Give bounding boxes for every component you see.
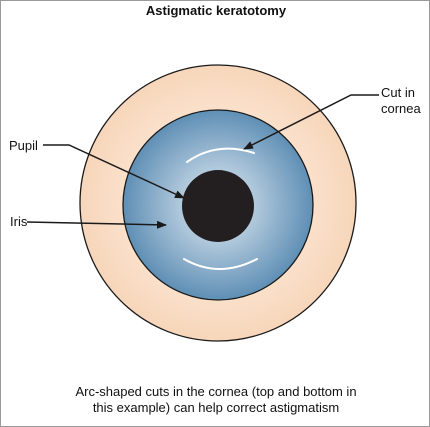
iris-label: Iris <box>10 214 28 229</box>
cornea-cut-top <box>186 147 255 163</box>
pupil-leader-line <box>43 144 185 199</box>
caption: Arc-shaped cuts in the cornea (top and b… <box>1 384 429 416</box>
iris-leader-line <box>26 220 167 229</box>
caption-line-2: this example) can help correct astigmati… <box>92 400 340 415</box>
cut-in-cornea-label: Cut in cornea <box>381 85 421 116</box>
caption-line-1: Arc-shaped cuts in the cornea (top and b… <box>75 384 357 399</box>
pupil <box>182 170 254 242</box>
cut-leader-line <box>243 94 379 150</box>
cornea-cut-bottom <box>183 258 258 270</box>
pupil-label: Pupil <box>9 138 38 153</box>
diagram-title: Astigmatic keratotomy <box>145 3 287 18</box>
